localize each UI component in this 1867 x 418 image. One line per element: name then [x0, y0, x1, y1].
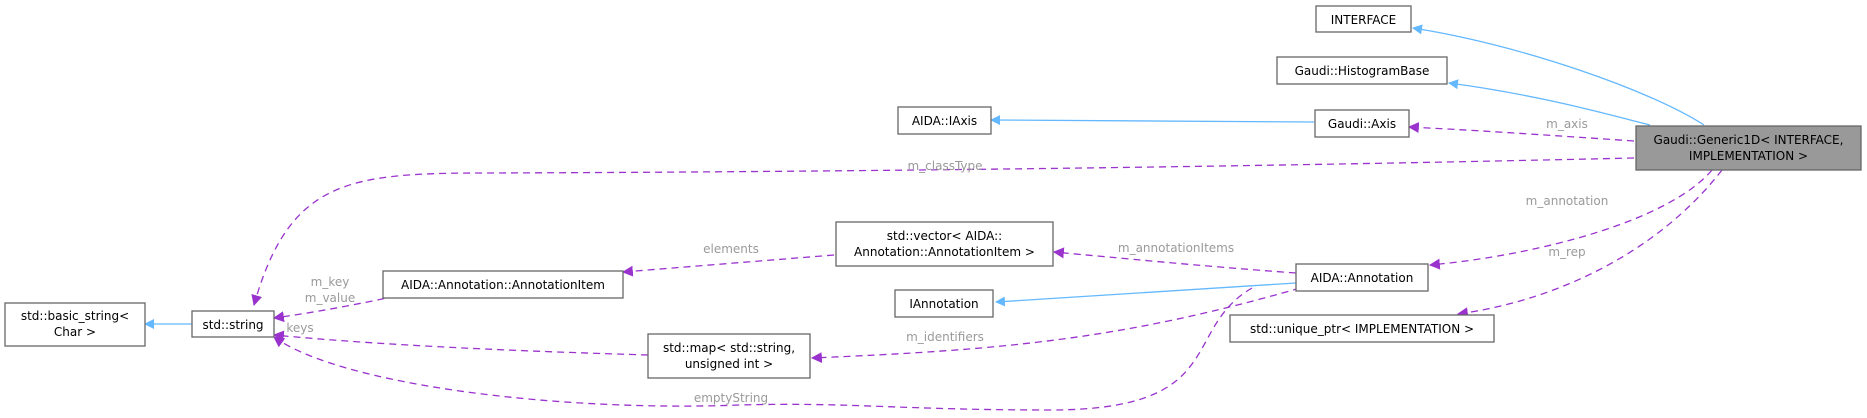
node-annotation-item-label: AIDA::Annotation::AnnotationItem	[401, 278, 605, 292]
node-gaudi-axis[interactable]: Gaudi::Axis	[1314, 109, 1410, 138]
edge-aidaannotation-to-iannotation	[995, 282, 1297, 307]
node-basic-string[interactable]: std::basic_string< Char >	[4, 302, 146, 347]
label-emptystring: emptyString	[694, 391, 768, 405]
edge-generic1d-to-uniqueptr	[1456, 169, 1723, 319]
node-iannotation-label: IAnnotation	[909, 297, 978, 311]
edge-generic1d-to-interface	[1412, 24, 1705, 126]
label-m-annotationitems: m_annotationItems	[1118, 241, 1234, 255]
node-gaudi-axis-label: Gaudi::Axis	[1328, 117, 1396, 131]
node-interface[interactable]: INTERFACE	[1315, 5, 1412, 33]
node-aida-iaxis-label: AIDA::IAxis	[912, 114, 977, 128]
edge-map-to-stdstring	[272, 330, 649, 356]
label-elements: elements	[703, 242, 759, 256]
node-generic1d-label-line1: Gaudi::Generic1D< INTERFACE,	[1654, 133, 1844, 147]
edge-generic1d-to-stdstring	[251, 157, 1635, 307]
label-m-axis: m_axis	[1546, 117, 1588, 131]
node-std-string[interactable]: std::string	[191, 310, 275, 338]
node-vector-label-line1: std::vector< AIDA::	[887, 229, 1002, 243]
node-vector[interactable]: std::vector< AIDA:: Annotation::Annotati…	[835, 221, 1054, 267]
node-basic-string-label-line2: Char >	[54, 325, 96, 339]
edge-generic1d-to-histogrambase	[1448, 79, 1651, 126]
node-histogram-base-label: Gaudi::HistogramBase	[1295, 64, 1430, 78]
node-histogram-base[interactable]: Gaudi::HistogramBase	[1276, 56, 1448, 85]
edge-generic1d-to-aidaannotation	[1428, 169, 1713, 270]
node-map-label-line2: unsigned int >	[685, 357, 773, 371]
node-annotation-item[interactable]: AIDA::Annotation::AnnotationItem	[382, 270, 624, 299]
node-aida-annotation-label: AIDA::Annotation	[1311, 271, 1414, 285]
node-interface-label: INTERFACE	[1331, 13, 1397, 27]
node-vector-label-line2: Annotation::AnnotationItem >	[854, 245, 1035, 259]
edge-annotationitem-to-stdstring	[272, 295, 397, 323]
edge-generic1d-to-gaudiaxis	[1407, 121, 1635, 142]
label-m-classtype: m_classType	[907, 159, 982, 173]
label-m-value: m_value	[305, 291, 355, 305]
node-unique-ptr[interactable]: std::unique_ptr< IMPLEMENTATION >	[1229, 314, 1495, 343]
label-m-annotation: m_annotation	[1526, 194, 1609, 208]
node-unique-ptr-label: std::unique_ptr< IMPLEMENTATION >	[1250, 322, 1474, 336]
edge-aidaannotation-to-stdstring-emptystring	[273, 287, 1253, 411]
edge-gaudiaxis-to-iaxis	[990, 115, 1315, 126]
label-keys: keys	[286, 321, 313, 335]
edge-aidaannotation-to-vector	[1052, 247, 1297, 274]
node-generic1d-label-line2: IMPLEMENTATION >	[1689, 149, 1808, 163]
label-m-identifiers: m_identifiers	[906, 330, 984, 344]
edge-vector-to-annotationitem	[621, 254, 835, 277]
label-m-key: m_key	[311, 275, 350, 289]
node-generic1d[interactable]: Gaudi::Generic1D< INTERFACE, IMPLEMENTAT…	[1635, 125, 1862, 171]
node-basic-string-label-line1: std::basic_string<	[21, 309, 129, 323]
node-std-string-label: std::string	[202, 318, 263, 332]
node-map[interactable]: std::map< std::string, unsigned int >	[647, 333, 811, 379]
node-iannotation[interactable]: IAnnotation	[894, 289, 994, 318]
node-map-label-line1: std::map< std::string,	[663, 341, 795, 355]
label-m-rep: m_rep	[1548, 245, 1585, 259]
node-aida-iaxis[interactable]: AIDA::IAxis	[897, 106, 992, 135]
node-aida-annotation[interactable]: AIDA::Annotation	[1295, 263, 1429, 292]
